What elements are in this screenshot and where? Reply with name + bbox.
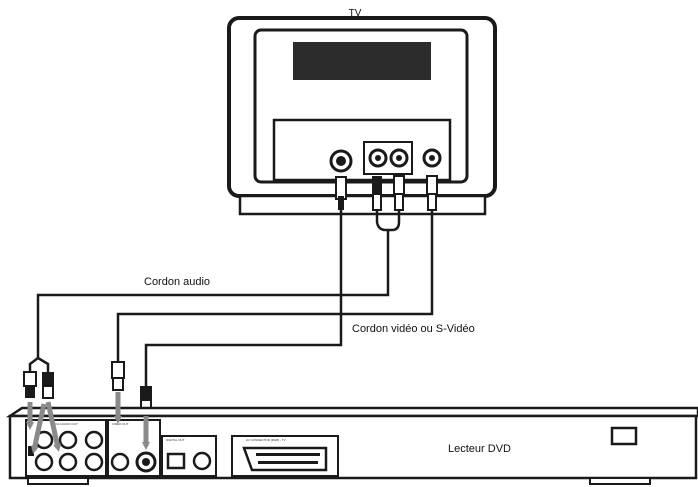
audio-cable-split bbox=[28, 356, 50, 372]
dvd-optical-jack-icon bbox=[166, 452, 186, 470]
dvd-video-plug-icon bbox=[111, 361, 125, 391]
dvd-coaxial-jack-icon bbox=[192, 451, 212, 471]
dvd-scart-connector-icon bbox=[242, 446, 328, 472]
cables bbox=[28, 210, 434, 386]
dvd-player: Lecteur DVD 5.1CH AUDIO OUT VIDEO OUT DI… bbox=[5, 406, 698, 485]
tv-svideo-plug-icon bbox=[335, 176, 347, 210]
dvd-video-jack-icon bbox=[110, 452, 130, 472]
dvd-foot-left bbox=[27, 477, 89, 485]
dvd-label: Lecteur DVD bbox=[448, 443, 511, 455]
dvd-audio-plugs-icon bbox=[23, 371, 54, 399]
dvd-digital-out-panel bbox=[161, 435, 217, 477]
tv-connector-panel bbox=[272, 118, 452, 182]
insertion-arrows bbox=[26, 392, 150, 454]
dvd-foot-right bbox=[589, 477, 651, 485]
tv-base bbox=[238, 194, 487, 216]
tv-label: TV bbox=[349, 8, 362, 19]
audio-cable-label: Cordon audio bbox=[144, 276, 210, 288]
arrow-audio-cross bbox=[30, 403, 47, 454]
video-cable bbox=[116, 210, 434, 362]
dvd-power-tab bbox=[610, 426, 638, 446]
svg-text:5.1CH AUDIO OUT: 5.1CH AUDIO OUT bbox=[52, 422, 78, 426]
video-cable-label: Cordon vidéo ou S-Vidéo bbox=[352, 323, 475, 335]
svg-text:DIGITAL OUT: DIGITAL OUT bbox=[166, 438, 185, 442]
svg-text:AV CONNECTOR (RGB) - TV: AV CONNECTOR (RGB) - TV bbox=[246, 438, 286, 442]
tv-vent-grille bbox=[293, 42, 431, 80]
dvd-audio-out-jacks-icon bbox=[34, 430, 104, 472]
audio-cable bbox=[36, 230, 390, 358]
svg-text:VIDEO OUT: VIDEO OUT bbox=[112, 422, 129, 426]
tv-video-plug-icon bbox=[426, 175, 438, 211]
tv: TV bbox=[227, 8, 497, 216]
arrow-audio-right bbox=[45, 401, 62, 452]
svideo-cable bbox=[144, 210, 343, 386]
